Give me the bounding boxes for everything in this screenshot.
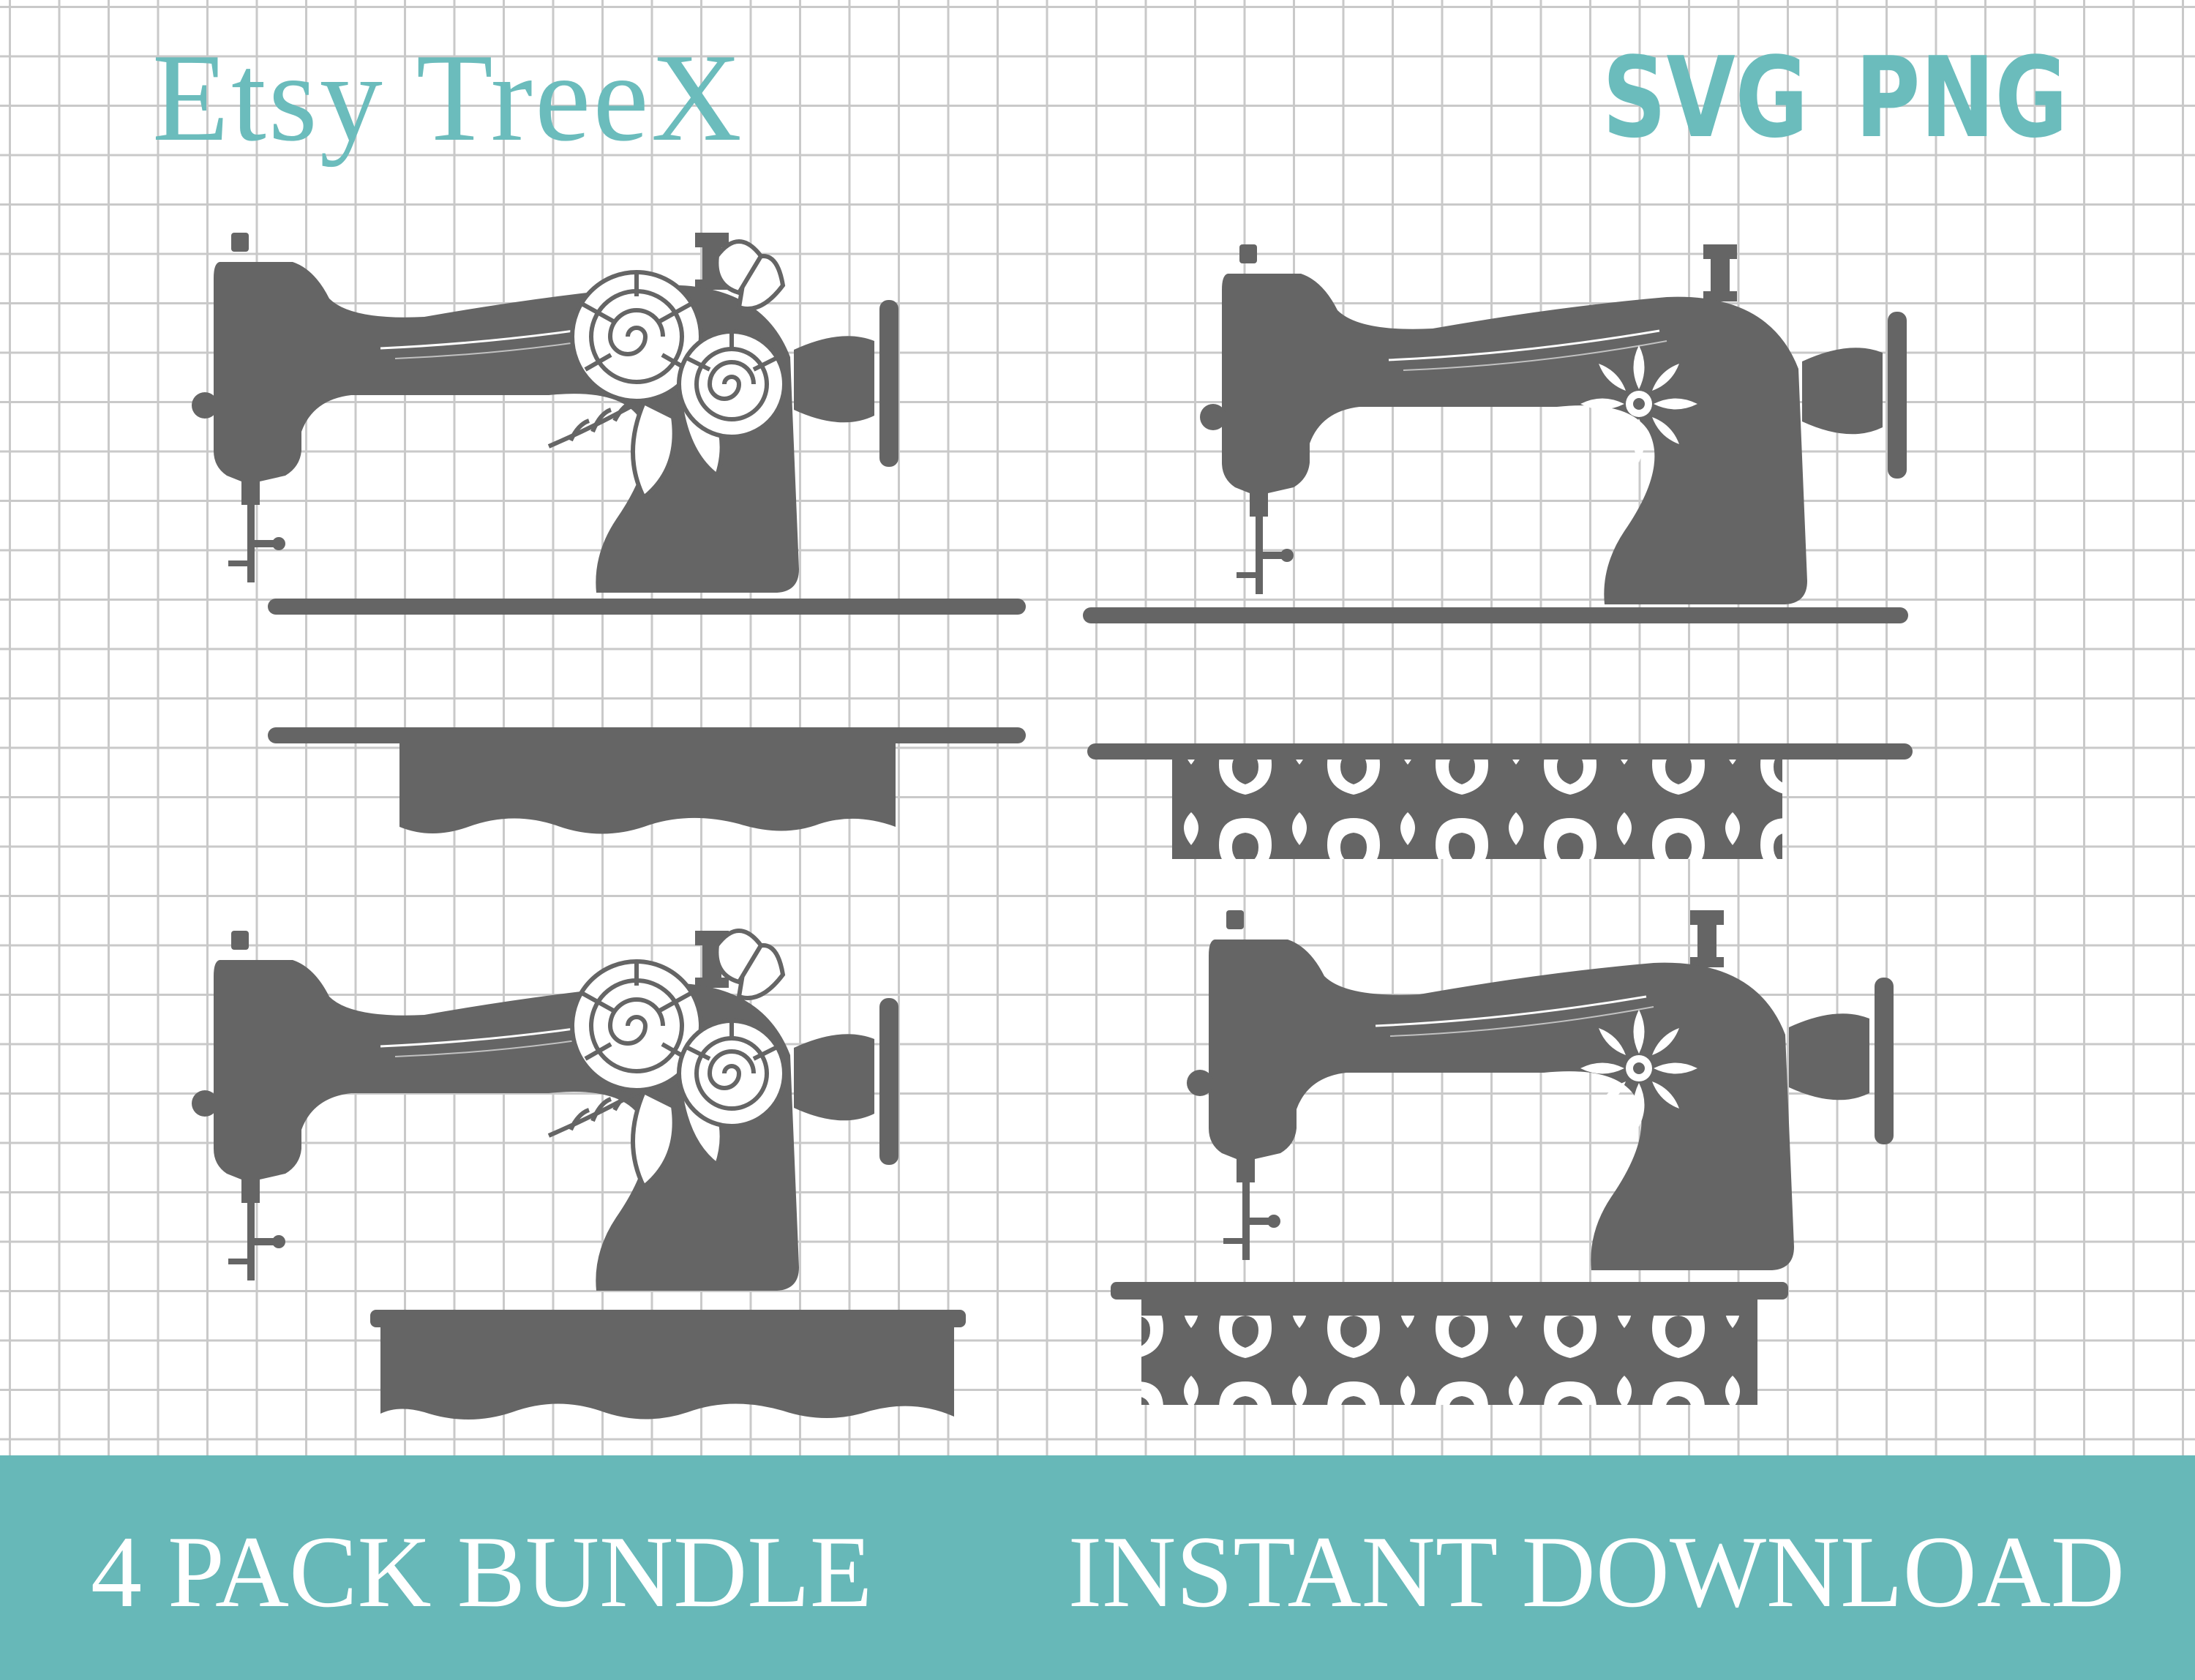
bundle-label: 4 PACK BUNDLE — [91, 1515, 873, 1629]
footer-banner: 4 PACK BUNDLE INSTANT DOWNLOAD — [0, 1455, 2195, 1680]
bottom-bar — [1087, 743, 1913, 760]
design-floral-split — [190, 233, 1026, 834]
lace-panel — [1172, 760, 1782, 859]
top-bar — [1083, 607, 1908, 623]
download-label: INSTANT DOWNLOAD — [1068, 1515, 2125, 1629]
top-bar — [268, 599, 1026, 615]
design-damask-split — [1083, 244, 1913, 859]
bottom-bar — [268, 727, 1026, 743]
wavy-base — [380, 1327, 954, 1420]
lace-base — [1141, 1300, 1757, 1405]
design-damask-base — [1111, 910, 1895, 1405]
format-svg: SVG — [1602, 33, 1809, 162]
wavy-panel — [399, 743, 896, 834]
format-png: PNG — [1855, 33, 2068, 162]
shop-name: Etsy TreeX — [152, 29, 744, 168]
design-floral-base — [190, 931, 966, 1420]
